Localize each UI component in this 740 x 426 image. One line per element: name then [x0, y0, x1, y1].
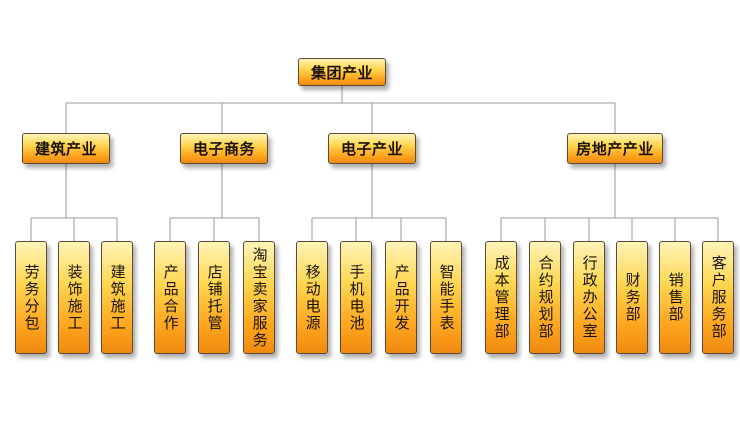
unit-sales: 销售部 — [659, 241, 691, 354]
unit-label: 建筑施工 — [108, 263, 127, 332]
division-construction: 建筑产业 — [22, 133, 110, 164]
unit-cost-management: 成本管理部 — [485, 241, 517, 354]
unit-label: 成本管理部 — [492, 255, 511, 340]
division-label: 建筑产业 — [34, 140, 97, 158]
unit-label: 产品开发 — [392, 263, 411, 332]
unit-label: 财务部 — [623, 272, 642, 323]
unit-label: 装饰施工 — [65, 263, 84, 332]
unit-decoration: 装饰施工 — [58, 241, 90, 354]
unit-label: 客户服务部 — [709, 255, 728, 340]
unit-label: 行政办公室 — [580, 255, 599, 340]
unit-store-hosting: 店铺托管 — [198, 241, 230, 354]
division-ecommerce: 电子商务 — [180, 133, 268, 164]
division-real-estate: 房地产产业 — [567, 133, 663, 164]
unit-power-bank: 移动电源 — [296, 241, 328, 354]
unit-label: 合约规划部 — [536, 255, 555, 340]
unit-smart-watch: 智能手表 — [430, 241, 462, 354]
unit-label: 移动电源 — [303, 263, 322, 332]
division-label: 电子产业 — [340, 140, 403, 158]
unit-taobao-seller-service: 淘宝卖家服务 — [243, 241, 275, 354]
unit-label: 淘宝卖家服务 — [250, 246, 269, 349]
unit-finance: 财务部 — [616, 241, 648, 354]
unit-contract-planning: 合约规划部 — [529, 241, 561, 354]
unit-product-cooperation: 产品合作 — [154, 241, 186, 354]
unit-label: 店铺托管 — [205, 263, 224, 332]
unit-admin-office: 行政办公室 — [573, 241, 605, 354]
division-electronics: 电子产业 — [328, 133, 416, 164]
unit-phone-battery: 手机电池 — [340, 241, 372, 354]
unit-label: 手机电池 — [347, 263, 366, 332]
division-label: 房地产产业 — [576, 140, 654, 158]
unit-customer-service: 客户服务部 — [702, 241, 734, 354]
root-label: 集团产业 — [310, 63, 373, 82]
unit-label: 销售部 — [666, 272, 685, 323]
unit-label: 劳务分包 — [22, 263, 41, 332]
root-node: 集团产业 — [298, 58, 386, 86]
unit-label: 产品合作 — [161, 263, 180, 332]
unit-product-development: 产品开发 — [385, 241, 417, 354]
unit-label: 智能手表 — [437, 263, 456, 332]
unit-building-construction: 建筑施工 — [101, 241, 133, 354]
unit-labor-subcontract: 劳务分包 — [15, 241, 47, 354]
division-label: 电子商务 — [192, 140, 255, 158]
